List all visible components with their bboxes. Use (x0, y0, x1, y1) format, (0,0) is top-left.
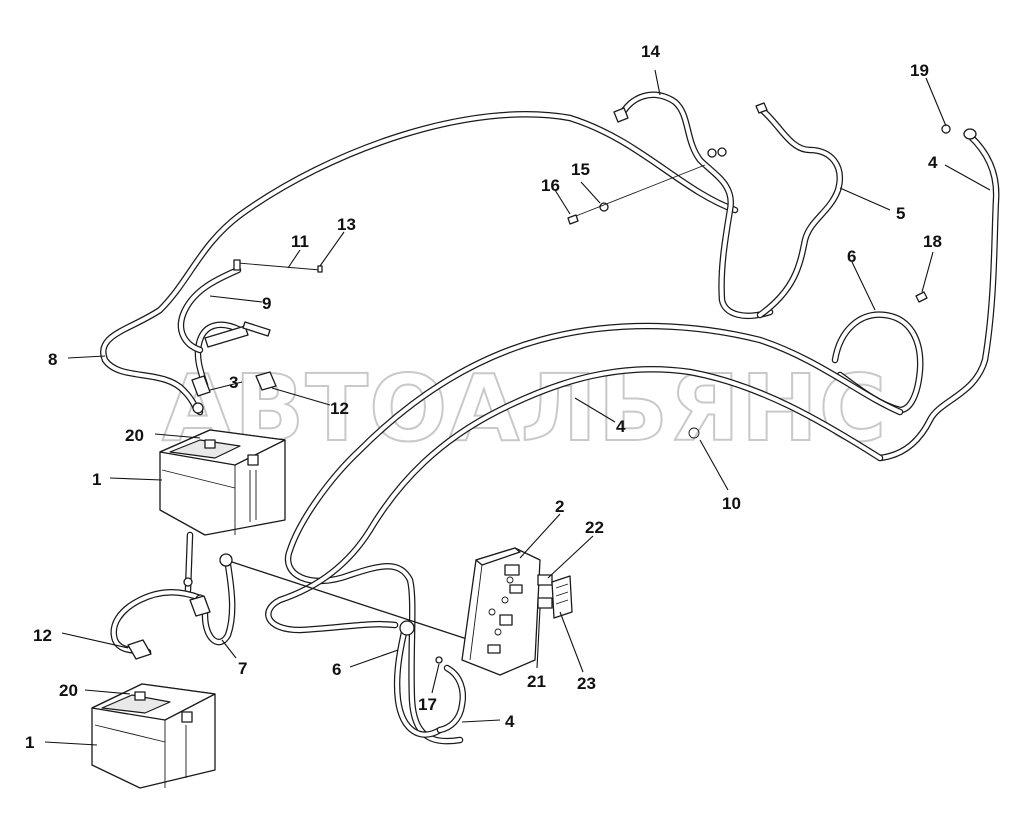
callout-12-upper: 12 (330, 399, 349, 418)
callout-20-lower: 20 (59, 681, 78, 700)
callout-22: 22 (585, 518, 604, 537)
callout-1-upper: 1 (92, 470, 101, 489)
cable-6-lower (393, 620, 444, 738)
callout-8: 8 (48, 350, 57, 369)
callout-19: 19 (910, 61, 929, 80)
connector-21-22 (537, 574, 553, 609)
callout-9: 9 (262, 294, 271, 313)
callout-6-lower: 6 (332, 660, 341, 679)
cable-12-lower (110, 589, 204, 660)
cable-harness-8 (100, 111, 739, 416)
callout-14: 14 (641, 42, 660, 61)
terminal-3 (191, 375, 211, 414)
bolt-17 (435, 656, 443, 664)
callout-3: 3 (229, 373, 238, 392)
bolt-line-16 (575, 164, 706, 217)
bolt-18 (915, 291, 928, 303)
callouts: 14 19 4 15 16 5 18 6 11 13 9 8 3 12 20 4… (25, 42, 942, 752)
clamp-10 (688, 427, 700, 439)
leader-lines (44, 69, 991, 746)
callout-4-right: 4 (928, 153, 938, 172)
cable-9 (177, 266, 271, 389)
switch-box-2 (461, 547, 541, 676)
cable-14 (613, 91, 774, 319)
callout-2: 2 (555, 497, 564, 516)
thin-wire-7-2 (225, 559, 471, 641)
rod-11-13 (233, 259, 323, 273)
callout-21: 21 (527, 672, 546, 691)
callout-18: 18 (923, 232, 942, 251)
callout-17: 17 (418, 695, 437, 714)
callout-6-right: 6 (847, 247, 856, 266)
callout-20-upper: 20 (125, 426, 144, 445)
callout-1-lower: 1 (25, 733, 34, 752)
callout-5: 5 (896, 204, 905, 223)
callout-23: 23 (577, 674, 596, 693)
callout-16: 16 (541, 176, 560, 195)
nut-19 (941, 124, 951, 134)
fuse-block-23 (551, 575, 573, 619)
battery-lower (91, 683, 216, 789)
cable-5 (755, 102, 843, 319)
bolt-16 (567, 214, 579, 225)
cable-4-right (876, 128, 1000, 462)
callout-4-bottom: 4 (505, 712, 515, 731)
terminal-12-upper (255, 371, 277, 391)
cable-7 (189, 553, 236, 646)
callout-11: 11 (291, 232, 309, 251)
callout-4-center: 4 (616, 417, 626, 436)
callout-10: 10 (722, 494, 741, 513)
callout-7: 7 (238, 659, 247, 678)
callout-12-lower: 12 (33, 626, 52, 645)
callout-15: 15 (571, 160, 590, 179)
callout-13: 13 (337, 215, 356, 234)
washer-15 (599, 202, 609, 212)
cable-4-bottom (436, 664, 466, 734)
battery-upper (159, 429, 286, 536)
